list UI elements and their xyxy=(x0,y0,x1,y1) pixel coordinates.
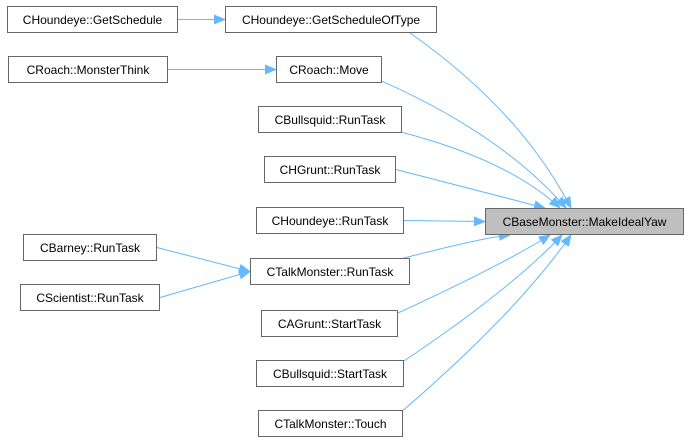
edge-roach-move-to-base-makeidealyaw xyxy=(376,78,567,209)
node-choundeye-getschedule[interactable]: CHoundeye::GetSchedule xyxy=(7,6,178,33)
node-cbarney-runtask[interactable]: CBarney::RunTask xyxy=(23,234,157,261)
node-cbullsquid-starttask[interactable]: CBullsquid::StartTask xyxy=(256,360,404,387)
node-croach-move[interactable]: CRoach::Move xyxy=(276,56,382,83)
edge-hound-runtask-to-base-makeidealyaw xyxy=(403,216,486,227)
node-choundeye-runtask[interactable]: CHoundeye::RunTask xyxy=(256,207,404,234)
edge-barney-runtask-to-talk-runtask xyxy=(156,247,251,274)
node-choundeye-getscheduleoftype[interactable]: CHoundeye::GetScheduleOfType xyxy=(225,6,437,33)
node-cagrunt-starttask[interactable]: CAGrunt::StartTask xyxy=(261,310,398,337)
edge-hgrunt-runtask-to-base-makeidealyaw xyxy=(395,169,546,211)
edge-scientist-runtask-to-talk-runtask xyxy=(159,269,251,298)
node-croach-monsterthink[interactable]: CRoach::MonsterThink xyxy=(8,56,168,83)
edge-talk-runtask-to-base-makeidealyaw xyxy=(399,230,511,260)
edge-agrunt-starttask-to-base-makeidealyaw xyxy=(397,234,551,314)
node-chgrunt-runtask[interactable]: CHGrunt::RunTask xyxy=(264,156,396,183)
edge-bullsquid-runtask-to-base-makeidealyaw xyxy=(396,130,561,209)
node-cbasemonster-makeidealyaw: CBaseMonster::MakeIdealYaw xyxy=(485,208,684,235)
edge-hound-getscheduleoftype-to-base-makeidealyaw xyxy=(409,32,572,209)
node-ctalkmonster-runtask[interactable]: CTalkMonster::RunTask xyxy=(250,258,410,285)
node-cbullsquid-runtask[interactable]: CBullsquid::RunTask xyxy=(258,106,402,133)
edge-bullsquid-starttask-to-base-makeidealyaw xyxy=(400,234,563,364)
node-cscientist-runtask[interactable]: CScientist::RunTask xyxy=(20,284,160,311)
node-ctalkmonster-touch[interactable]: CTalkMonster::Touch xyxy=(258,410,403,437)
edge-talk-touch-to-base-makeidealyaw xyxy=(399,234,572,414)
